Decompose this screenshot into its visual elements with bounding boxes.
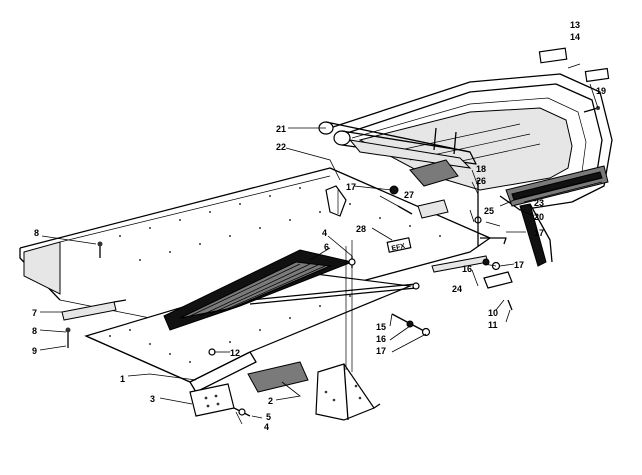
callout-10: 10: [488, 308, 498, 318]
running-board: [84, 249, 420, 393]
callout-26: 26: [476, 176, 486, 186]
callout-8-lower: 8: [32, 326, 37, 336]
callout-8-upper: 8: [34, 228, 39, 238]
tunnel-emblem: [386, 237, 412, 253]
callout-23: 23: [534, 198, 544, 208]
callout-6: 6: [324, 242, 329, 252]
leader-lines: [39, 63, 599, 425]
reinforcement-plate: [189, 383, 235, 417]
tunnel-rivets: [119, 187, 441, 261]
callout-21: 21: [276, 124, 286, 134]
callout-16-right: 16: [462, 264, 472, 274]
callout-7: 7: [32, 308, 37, 318]
callout-2: 2: [268, 396, 273, 406]
wear-strip: [247, 361, 309, 393]
callout-17-right: 17: [534, 228, 544, 238]
callout-19: 19: [596, 86, 606, 96]
decal-plate-upper: [538, 47, 568, 64]
callout-16-lower: 16: [376, 334, 386, 344]
callout-27: 27: [404, 190, 414, 200]
callout-13: 13: [570, 20, 580, 30]
hardware: [65, 180, 513, 417]
callout-3: 3: [150, 394, 155, 404]
svg-text:EFX: EFX: [391, 243, 406, 253]
callout-1: 1: [120, 374, 125, 384]
callout-4-lower: 4: [264, 422, 269, 432]
callout-17-lower: 17: [376, 346, 386, 356]
callout-22: 22: [276, 142, 286, 152]
callout-12: 12: [230, 348, 240, 358]
callout-24: 24: [452, 284, 462, 294]
callout-15: 15: [376, 322, 386, 332]
callout-14: 14: [570, 32, 580, 42]
callout-25: 25: [484, 206, 494, 216]
callout-11: 11: [488, 320, 498, 330]
callout-18: 18: [476, 164, 486, 174]
callout-4-upper: 4: [322, 228, 327, 238]
callout-17-mid: 17: [514, 260, 524, 270]
rear-bumper-assembly: [329, 47, 613, 267]
callout-labels: 1 2 3 4 4 5 6 7 8 8 9 10 11 12 13 14 15 …: [32, 20, 606, 432]
left-rail-bracket: [61, 299, 127, 321]
callout-20: 20: [534, 212, 544, 222]
callout-9: 9: [32, 346, 37, 356]
cross-member: [318, 121, 477, 187]
decal-plate-lower: [584, 67, 610, 83]
callout-28: 28: [356, 224, 366, 234]
callout-5: 5: [266, 412, 271, 422]
callout-17-upper: 17: [346, 182, 356, 192]
